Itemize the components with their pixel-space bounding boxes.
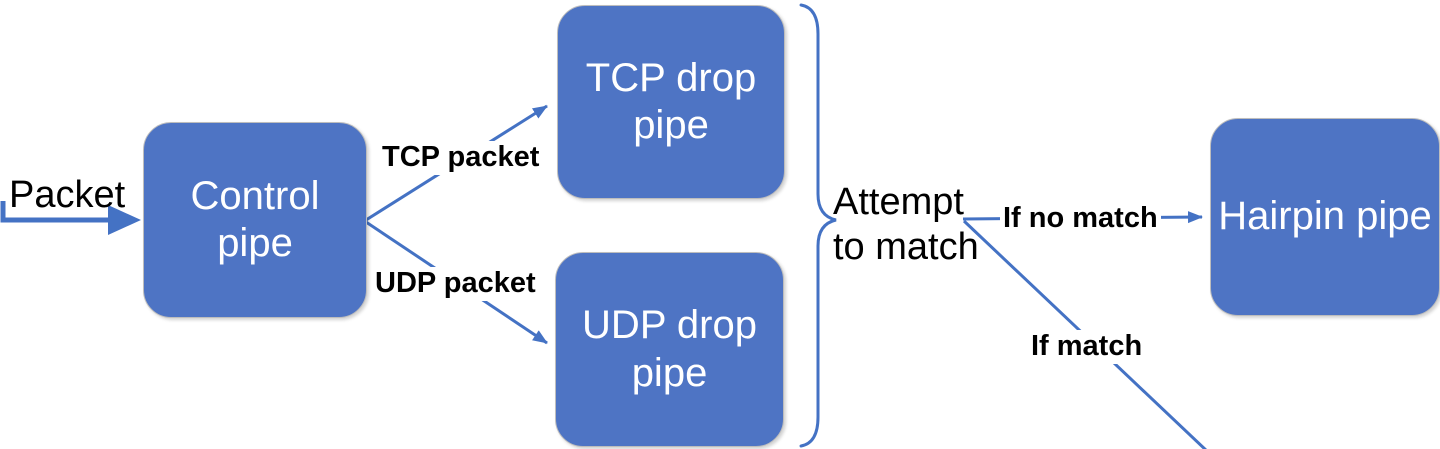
attempt-to-match-annotation: Attempt to match <box>833 181 979 268</box>
node-hairpin-pipe: Hairpin pipe <box>1210 118 1440 316</box>
grouping-brace <box>799 3 837 448</box>
node-control-pipe: Control pipe <box>143 122 367 318</box>
node-control-pipe-label: Control pipe <box>190 173 320 265</box>
node-hairpin-pipe-label: Hairpin pipe <box>1218 194 1432 239</box>
packet-arrowhead-icon <box>108 205 141 235</box>
node-udp-drop-pipe-label: UDP drop pipe <box>582 303 757 395</box>
tcp-packet-edge-label: TCP packet <box>379 141 543 175</box>
udp-packet-edge-label: UDP packet <box>372 267 539 301</box>
packet-input-label: Packet <box>9 174 126 216</box>
node-tcp-drop-pipe-label: TCP drop pipe <box>585 55 757 147</box>
if-no-match-edge-label: If no match <box>1000 202 1161 236</box>
if-match-edge-label: If match <box>1028 330 1146 364</box>
node-udp-drop-pipe: UDP drop pipe <box>555 252 784 447</box>
packet-arrow <box>0 201 110 223</box>
node-tcp-drop-pipe: TCP drop pipe <box>557 5 785 199</box>
